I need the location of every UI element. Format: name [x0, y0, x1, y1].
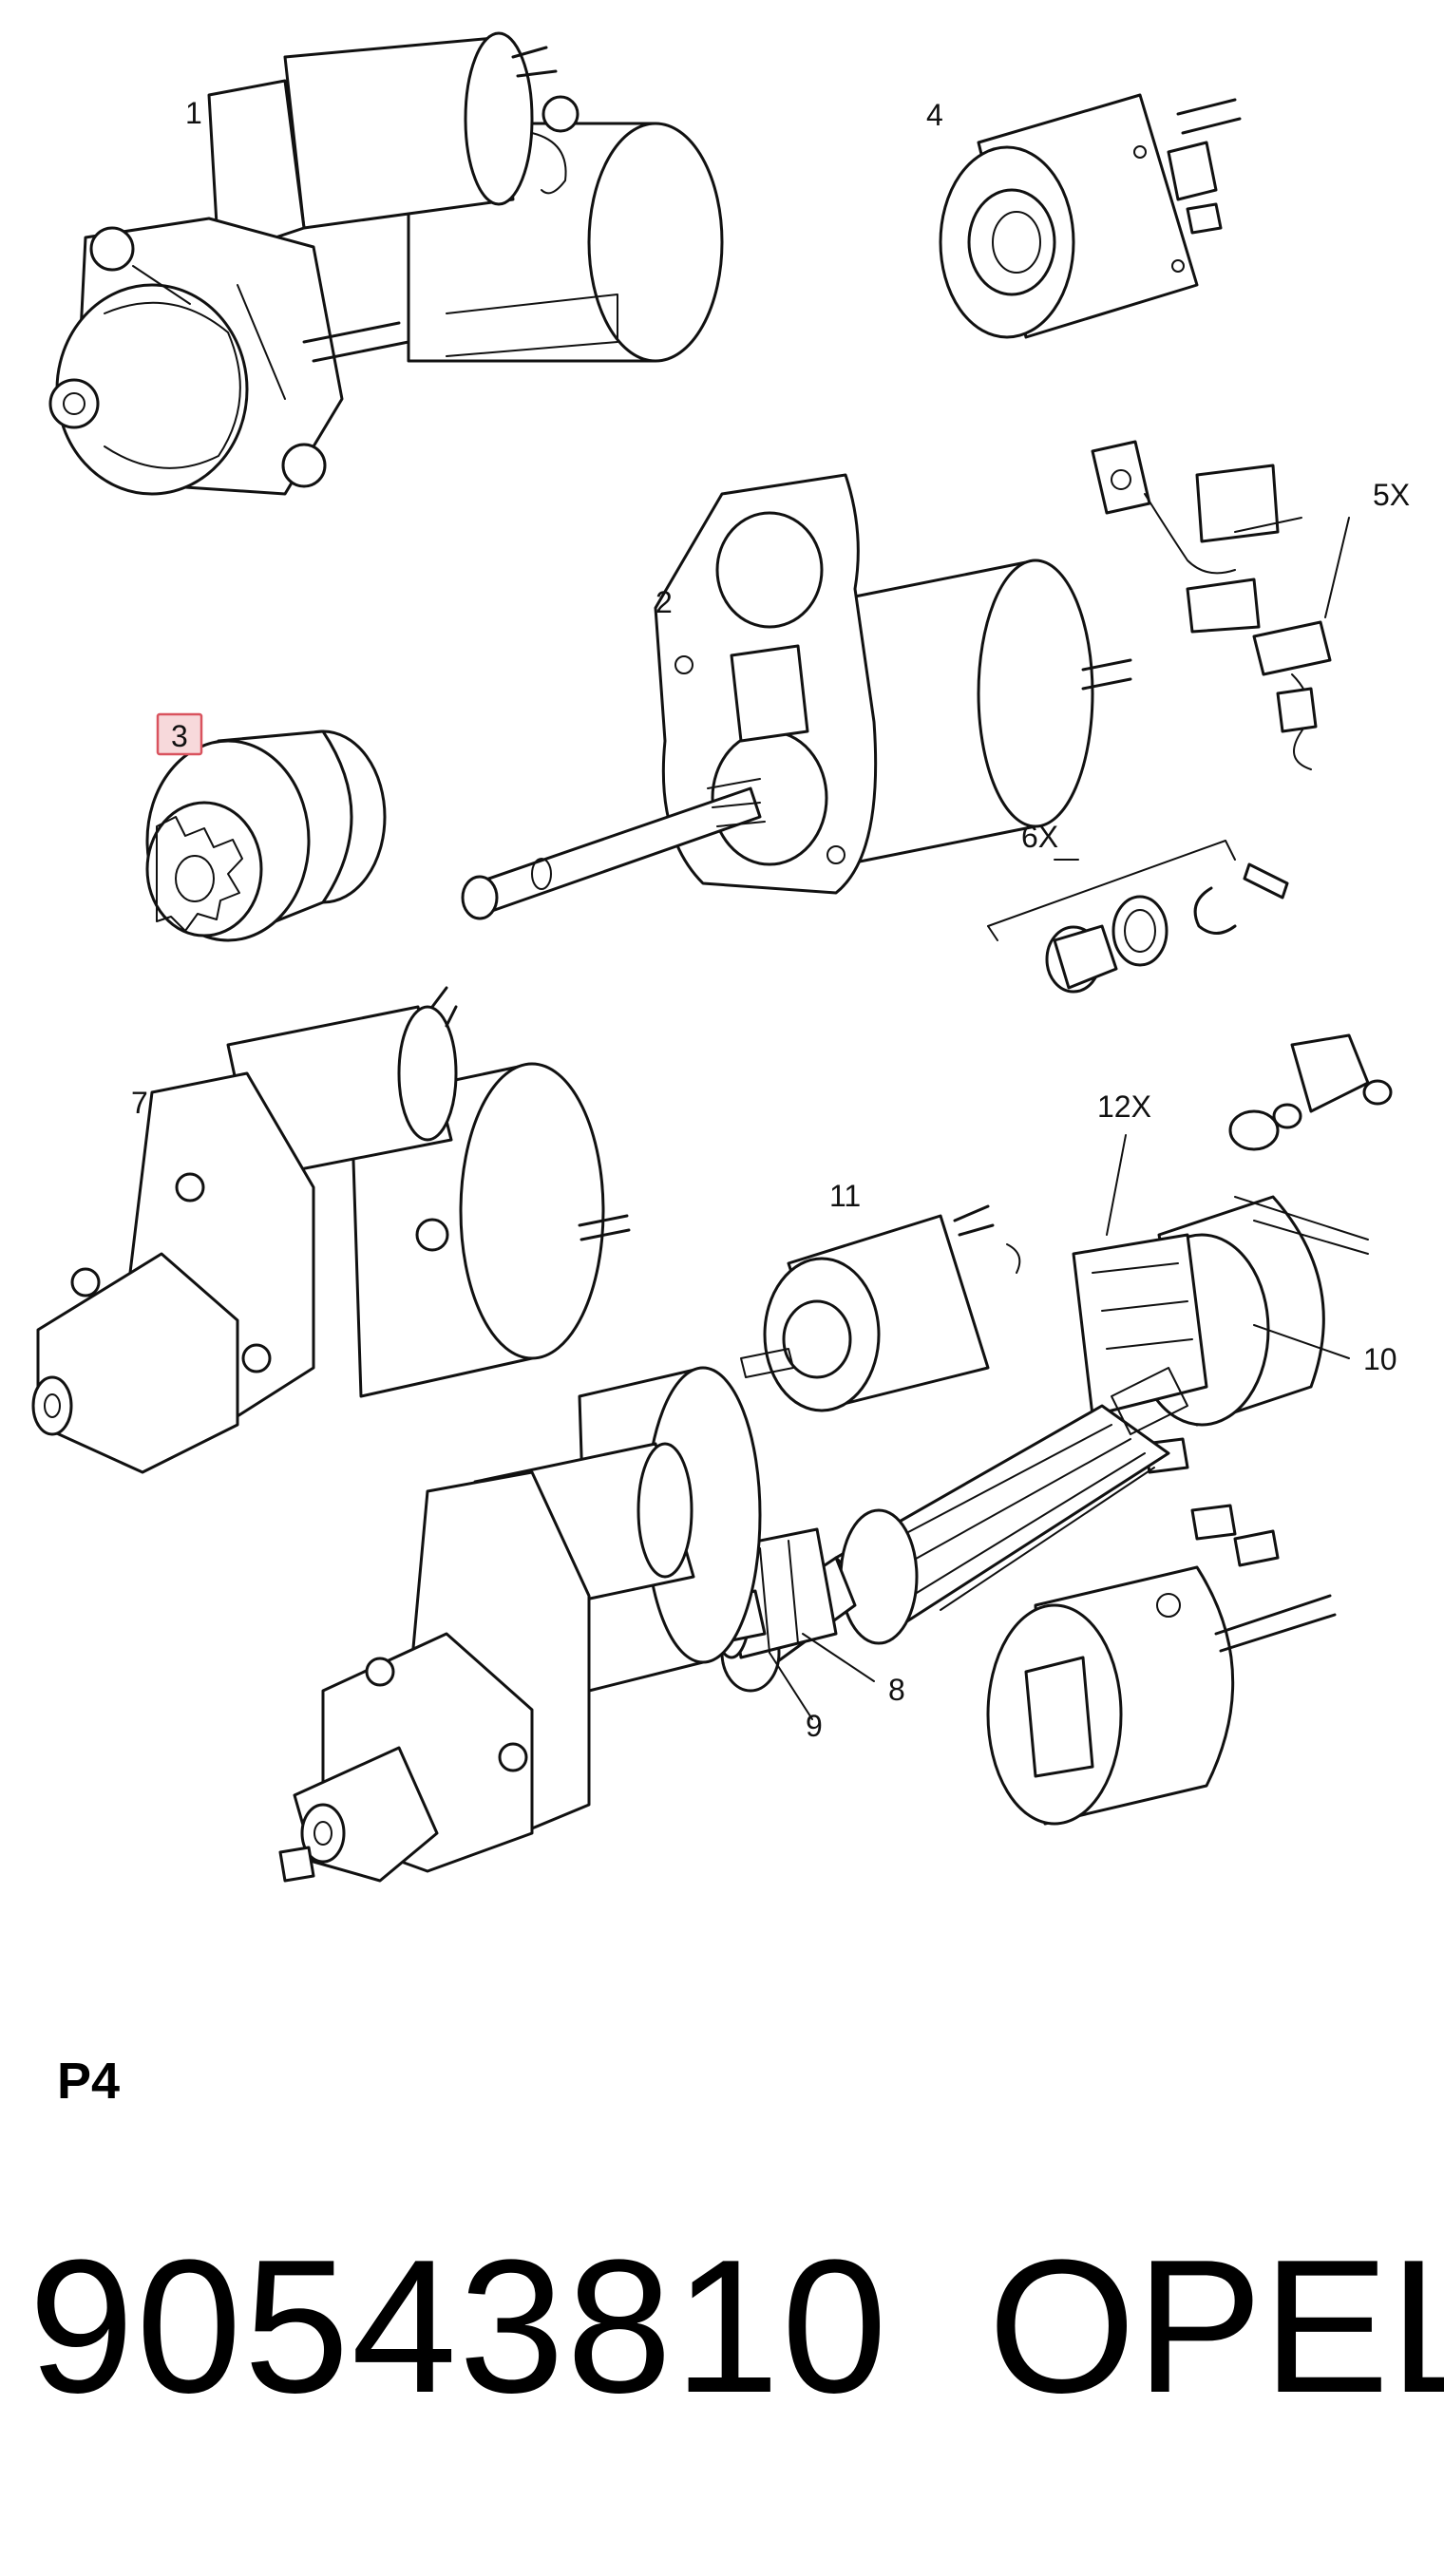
part-6x-bushing-kit [987, 840, 1289, 994]
callout-12x[interactable]: 12X [1097, 1089, 1151, 1124]
part-4-solenoid [939, 93, 1242, 339]
part-1-starter-motor [48, 31, 724, 496]
callout-4[interactable]: 4 [926, 98, 943, 132]
part-5x-brush-kit [1091, 440, 1332, 770]
page-code: P4 [57, 2053, 121, 2110]
callout-2[interactable]: 2 [656, 585, 673, 619]
part-number: 90543810 [28, 2221, 889, 2433]
callout-3[interactable]: 3 [171, 719, 188, 753]
part-11-solenoid [740, 1204, 1021, 1412]
part-2-drive-plate-shaft [461, 473, 1132, 920]
part-3-pinion-drive [145, 729, 387, 942]
callout-8[interactable]: 8 [888, 1673, 905, 1707]
callout-9[interactable]: 9 [806, 1709, 823, 1743]
callout-3-highlight [156, 712, 203, 756]
leader-lines [769, 517, 1350, 1720]
callout-5x[interactable]: 5X [1373, 478, 1410, 512]
callout-10[interactable]: 10 [1363, 1342, 1397, 1376]
callout-1[interactable]: 1 [185, 96, 202, 130]
lower-end-cap [986, 1529, 1337, 1826]
brand-name: OPEL [988, 2221, 1444, 2433]
callout-6x[interactable]: 6X [1021, 820, 1058, 854]
callout-7[interactable]: 7 [131, 1086, 148, 1120]
callout-11[interactable]: 11 [829, 1179, 861, 1213]
part-12x-commutator-end [1072, 1033, 1393, 1541]
part-7-starter-assembly [31, 986, 631, 1474]
lower-starter-assembly [278, 1366, 762, 1883]
